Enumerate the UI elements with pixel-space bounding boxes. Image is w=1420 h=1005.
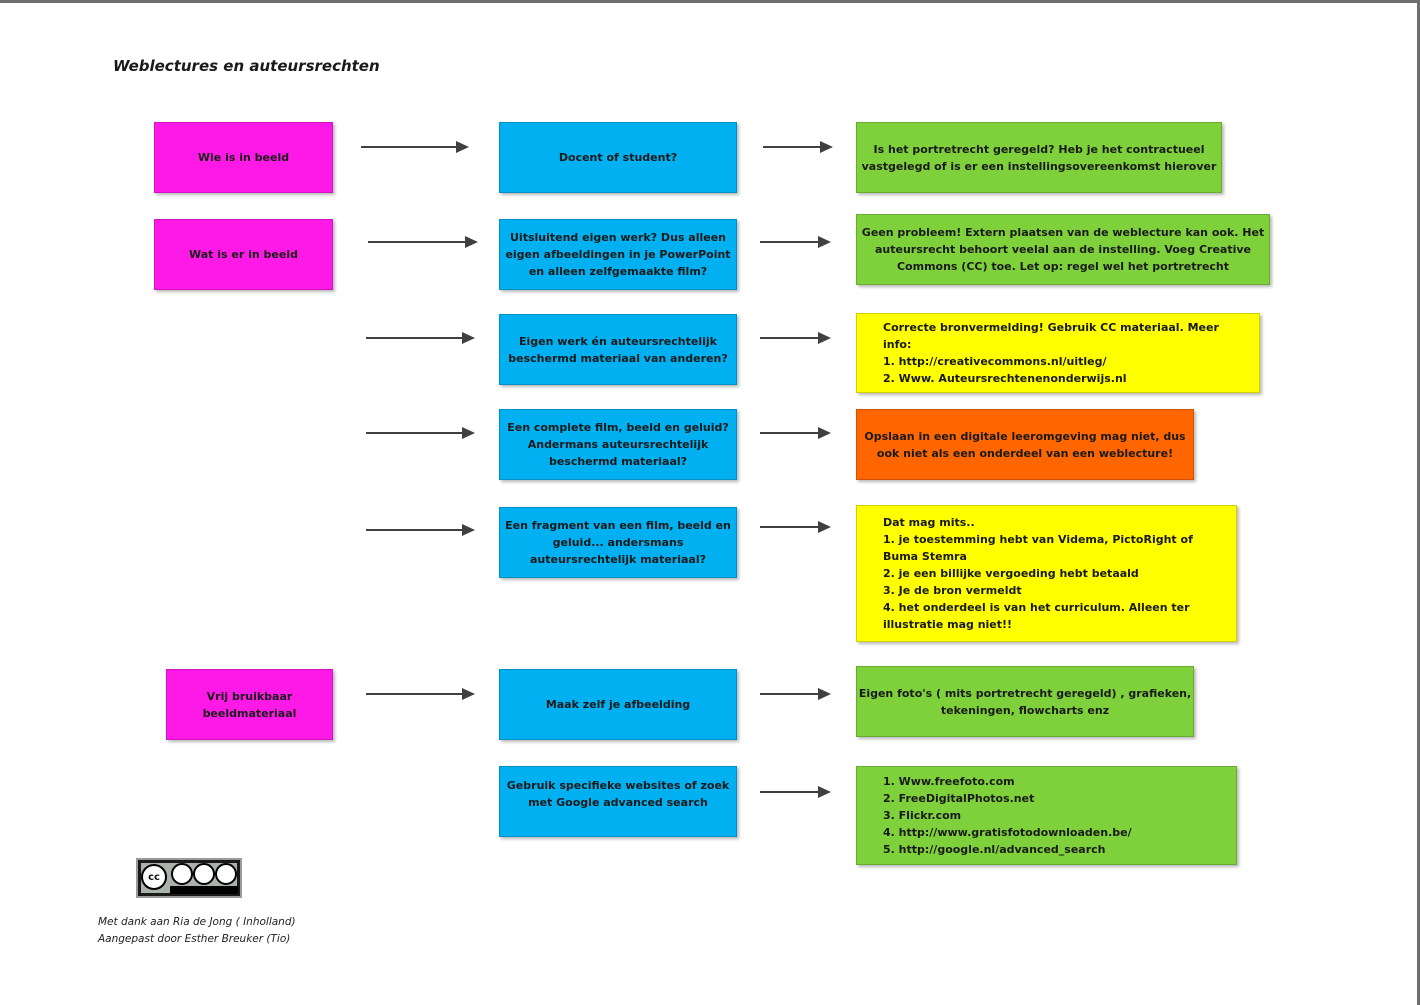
node-text-line: beeldmateriaal xyxy=(202,706,297,720)
node-text-line: vastgelegd of is er een instellingsovere… xyxy=(861,159,1217,173)
page-border-right xyxy=(1417,0,1420,1005)
node-no-problem: Geen probleem! Extern plaatsen van de we… xyxy=(856,214,1270,285)
node-text-line: 3. Je de bron vermeldt xyxy=(883,584,1022,597)
node-text-line: 2. FreeDigitalPhotos.net xyxy=(883,792,1035,805)
node-text-line: Commons (CC) toe. Let op: regel wel het … xyxy=(896,260,1230,273)
node-text-line: eigen afbeeldingen in je PowerPoint xyxy=(505,248,731,261)
node-text-line: 3. Flickr.com xyxy=(883,809,962,822)
node-text-line: beschermd materiaal van anderen? xyxy=(508,351,728,365)
credits: Met dank aan Ria de Jong ( Inholland) Aa… xyxy=(98,914,296,948)
node-text-line: Correcte bronvermelding! Gebruik CC mate… xyxy=(883,321,1219,334)
node-text-line: 2. Www. Auteursrechtenenonderwijs.nl xyxy=(883,372,1127,385)
node-text-line: 1. je toestemming hebt van Videma, Picto… xyxy=(883,533,1193,546)
node-text-line: en alleen zelfgemaakte film? xyxy=(528,265,708,278)
arrow-to-sites-list xyxy=(760,786,831,798)
node-text-line: Vrij bruikbaar xyxy=(206,689,293,703)
node-own-and-protected-material: Eigen werk én auteursrechtelijk beschermd… xyxy=(499,314,737,385)
node-teacher-or-student: Docent of student? xyxy=(499,122,737,193)
node-text-line: tekeningen, flowcharts enz xyxy=(940,703,1110,717)
node-text-line: 4. http://www.gratisfotodownloaden.be/ xyxy=(883,826,1132,839)
arrow-to-correct-reference xyxy=(760,332,831,344)
node-text-line: Eigen werk én auteursrechtelijk xyxy=(519,334,717,348)
arrow-to-complete-film xyxy=(366,427,475,439)
node-text-line: Geen probleem! Extern plaatsen van de we… xyxy=(861,226,1265,239)
credit-line-2: Aangepast door Esther Breuker (Tio) xyxy=(98,933,291,945)
credit-line-1: Met dank aan Ria de Jong ( Inholland) xyxy=(98,916,296,928)
node-text-line: Wat is er in beeld xyxy=(189,248,298,261)
node-fragment: Een fragment van een film, beeld en gelui… xyxy=(499,507,737,578)
node-not-allowed: Opslaan in een digitale leeromgeving mag… xyxy=(856,409,1194,480)
arrow-own-work-to-no-problem xyxy=(760,236,831,248)
node-sites-list: 1. Www.freefoto.com 2. FreeDigitalPhotos.… xyxy=(856,766,1237,865)
node-text-line: Buma Stemra xyxy=(883,550,967,563)
node-own-photos: Eigen foto's ( mits portretrecht geregel… xyxy=(856,666,1194,737)
node-text-line: Uitsluitend eigen werk? Dus alleen xyxy=(510,231,726,244)
node-text-line: Gebruik specifieke websites of zoek xyxy=(506,779,730,792)
node-complete-film: Een complete film, beeld en geluid? Ander… xyxy=(499,409,737,480)
node-text-line: auteursrechtelijk materiaal? xyxy=(530,553,706,566)
node-text-line: Een complete film, beeld en geluid? xyxy=(507,421,729,434)
node-text-line: Een fragment van een film, beeld en xyxy=(505,519,731,532)
page-border-top xyxy=(0,0,1420,3)
arrow-to-not-allowed xyxy=(760,427,831,439)
arrow-free-to-make-image xyxy=(366,688,475,700)
node-text-line: 2. je een billijke vergoeding hebt betaa… xyxy=(883,567,1139,580)
node-text-line: Eigen foto's ( mits portretrecht geregel… xyxy=(858,686,1192,700)
page-title: Weblectures en auteursrechten xyxy=(113,57,380,75)
arrow-what-to-own-work xyxy=(368,236,478,248)
node-text-line: 1. http://creativecommons.nl/uitleg/ xyxy=(883,355,1107,368)
node-text-line: beschermd materiaal? xyxy=(548,455,688,468)
node-what-in-picture: Wat is er in beeld xyxy=(154,219,333,290)
arrow-to-own-and-protected xyxy=(366,332,475,344)
node-text-line: auteursrecht behoort veelal aan de inste… xyxy=(874,243,1251,256)
sa-circle-icon xyxy=(215,863,237,885)
node-text-line: Wie is in beeld xyxy=(197,151,290,164)
node-text-line: info: xyxy=(883,338,912,351)
node-text-line: met Google advanced search xyxy=(528,796,708,809)
node-correct-reference: Correcte bronvermelding! Gebruik CC mate… xyxy=(856,313,1260,393)
creative-commons-badge-icon: cc xyxy=(136,858,242,898)
node-make-own-image: Maak zelf je afbeelding xyxy=(499,669,737,740)
node-text-line: Maak zelf je afbeelding xyxy=(545,698,691,711)
arrow-to-allowed-if xyxy=(760,521,831,533)
node-text-line: 4. het onderdeel is van het curriculum. … xyxy=(883,601,1190,614)
node-text-line: geluid... andersmans xyxy=(552,536,684,549)
nc-circle-icon xyxy=(193,863,215,885)
arrow-who-to-teacher xyxy=(361,141,469,153)
arrow-to-fragment xyxy=(366,524,475,536)
node-own-work-only: Uitsluitend eigen werk? Dus alleen eigen … xyxy=(499,219,737,290)
node-text-line: 5. http://google.nl/advanced_search xyxy=(883,843,1106,856)
node-text-line: Andermans auteursrechtelijk xyxy=(527,438,709,451)
by-circle-icon xyxy=(171,863,193,885)
node-text-line: Opslaan in een digitale leeromgeving mag… xyxy=(864,429,1186,443)
node-text-line: illustratie mag niet!! xyxy=(883,618,1013,631)
node-use-websites: Gebruik specifieke websites of zoek met G… xyxy=(499,766,737,837)
node-text-line: Is het portretrecht geregeld? Heb je het… xyxy=(873,142,1205,156)
node-portrait-rights: Is het portretrecht geregeld? Heb je het… xyxy=(856,122,1222,193)
node-allowed-if: Dat mag mits.. 1. je toestemming hebt van… xyxy=(856,505,1237,642)
node-who-in-picture: Wie is in beeld xyxy=(154,122,333,193)
license-bar xyxy=(170,886,238,894)
cc-circle-icon: cc xyxy=(141,864,167,890)
node-text-line: Docent of student? xyxy=(558,151,678,164)
node-text-line: ook niet als een onderdeel van een weble… xyxy=(876,446,1174,460)
arrow-to-own-photos xyxy=(760,688,831,700)
node-text-line: 1. Www.freefoto.com xyxy=(883,775,1015,788)
node-text-line: Dat mag mits.. xyxy=(883,516,975,529)
node-free-image-material: Vrij bruikbaar beeldmateriaal xyxy=(166,669,333,740)
arrow-teacher-to-portrait xyxy=(763,141,833,153)
